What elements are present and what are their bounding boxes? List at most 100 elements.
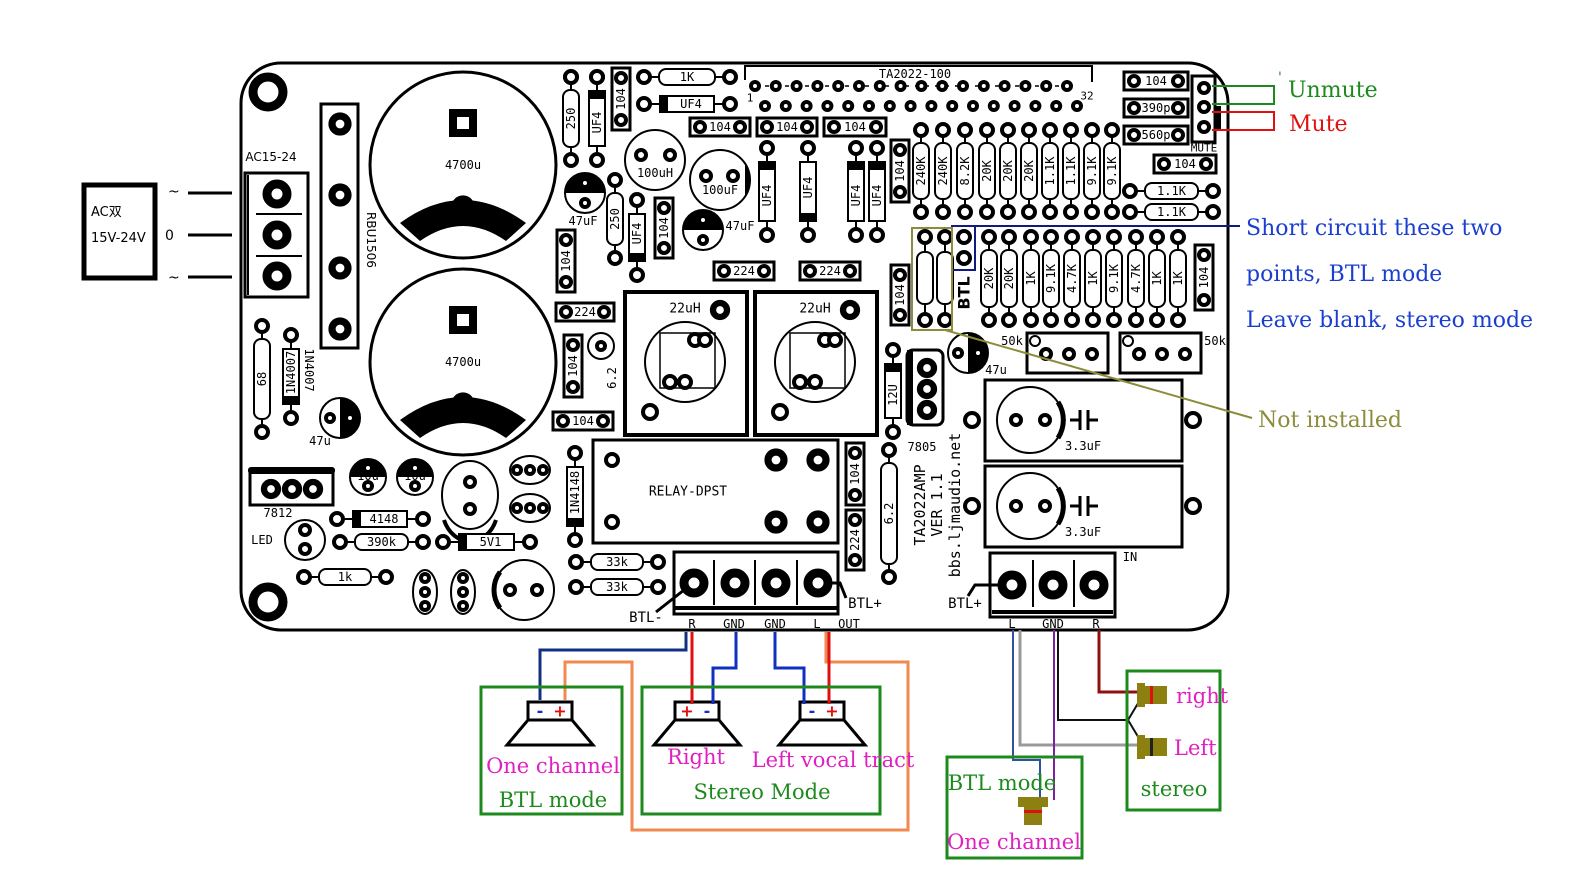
capacitor: 104 bbox=[844, 441, 866, 507]
component-label: 9.1K bbox=[1105, 156, 1119, 186]
solder-pad bbox=[1149, 312, 1165, 328]
component-label: 250 bbox=[608, 208, 622, 230]
solder-pad bbox=[925, 100, 938, 112]
wire-black bbox=[1057, 630, 1141, 721]
solder-pad bbox=[1149, 229, 1165, 245]
solder-pad bbox=[1205, 204, 1221, 220]
solder-pad bbox=[769, 80, 782, 92]
stereo-mode-box bbox=[640, 685, 882, 816]
solder-pad bbox=[559, 305, 573, 319]
solder-pad bbox=[893, 268, 907, 282]
terminal-label: GND bbox=[764, 617, 786, 631]
solder-pad bbox=[328, 183, 352, 207]
pin-label: ~ bbox=[168, 270, 180, 286]
solder-pad bbox=[869, 140, 885, 156]
solder-pad bbox=[537, 464, 549, 476]
solder-pad bbox=[378, 569, 394, 585]
component-label: 104 bbox=[566, 355, 580, 377]
solder-pad bbox=[936, 80, 949, 92]
solder-pad bbox=[764, 510, 788, 534]
solder-pad bbox=[1063, 204, 1079, 220]
solder-pad bbox=[1106, 312, 1122, 328]
solder-pad bbox=[524, 464, 536, 476]
speaker-label: Left vocal tract bbox=[752, 748, 915, 772]
solder-pad bbox=[604, 514, 620, 530]
component-label: 7805 bbox=[908, 440, 937, 454]
resistor: 9.1K bbox=[1105, 229, 1123, 328]
solder-pad bbox=[1009, 413, 1023, 427]
electrolytic-capacitor: 10u bbox=[349, 458, 387, 496]
solder-pad bbox=[853, 80, 865, 92]
solder-pad bbox=[997, 570, 1027, 600]
solder-pad bbox=[1023, 229, 1039, 245]
component-label: 104 bbox=[844, 120, 866, 134]
component-label: 1k bbox=[338, 570, 353, 584]
solder-pad bbox=[1155, 347, 1169, 361]
solder-pad bbox=[916, 378, 938, 400]
terminal-label: R bbox=[1092, 617, 1100, 631]
capacitor-symbol bbox=[1070, 496, 1098, 516]
solder-pad bbox=[977, 80, 990, 92]
solder-pad bbox=[607, 250, 623, 266]
solder-pad bbox=[726, 169, 740, 183]
wire-dark-red bbox=[1097, 630, 1140, 694]
solder-pad bbox=[556, 414, 570, 428]
solder-pad bbox=[262, 220, 292, 250]
component-label: 9.1K bbox=[1107, 263, 1121, 293]
component-label: 560p bbox=[1142, 128, 1171, 142]
solder-pad bbox=[881, 569, 897, 585]
component-label: 104 bbox=[1197, 267, 1211, 289]
resistor: 68 bbox=[253, 318, 271, 440]
resistor: 1K bbox=[1022, 229, 1040, 328]
solder-pad bbox=[328, 317, 352, 341]
solder-pad bbox=[463, 475, 477, 489]
solder-pad bbox=[800, 227, 816, 243]
solder-pad bbox=[1084, 122, 1100, 138]
solder-pad bbox=[1038, 413, 1052, 427]
component-label: 1.1K bbox=[1157, 184, 1187, 198]
solder-pad bbox=[759, 100, 771, 112]
solder-pad bbox=[530, 583, 544, 597]
solder-pad bbox=[848, 553, 862, 567]
solder-pad bbox=[566, 380, 580, 394]
solder-pad bbox=[604, 452, 620, 468]
solder-pad bbox=[699, 169, 713, 183]
solder-pad bbox=[324, 412, 336, 424]
electrolytic-capacitor: 47uF bbox=[682, 209, 754, 251]
solder-pad bbox=[722, 96, 738, 112]
component-label: 32 bbox=[1080, 90, 1093, 103]
component-label: UF4 bbox=[849, 185, 863, 207]
component-label: 47u bbox=[985, 363, 1007, 377]
component-label: 1.1K bbox=[1157, 205, 1187, 219]
solder-pad bbox=[937, 312, 953, 328]
component-label: 1 bbox=[747, 92, 754, 105]
solder-pad bbox=[1197, 81, 1211, 95]
component-label: 5V1 bbox=[480, 535, 502, 549]
solder-pad bbox=[963, 411, 981, 429]
component-label: 100uF bbox=[702, 183, 738, 197]
solder-pad bbox=[344, 412, 356, 424]
terminal-label: L bbox=[1008, 617, 1015, 631]
component-label: 4700u bbox=[445, 355, 481, 369]
wire-blue bbox=[711, 632, 738, 704]
solder-pad bbox=[913, 204, 929, 220]
solder-pad bbox=[869, 120, 883, 134]
terminal-label: L bbox=[813, 617, 820, 631]
solder-pad bbox=[842, 100, 855, 112]
component-label: 104 bbox=[776, 120, 798, 134]
board-version-text: TA2022AMP bbox=[911, 464, 929, 545]
solder-pad bbox=[733, 120, 747, 134]
solder-pad bbox=[524, 502, 536, 514]
solder-pad bbox=[298, 523, 312, 537]
diode: 1N4148 bbox=[566, 445, 584, 548]
solder-pad bbox=[567, 532, 583, 548]
resistor: 4.7K bbox=[1127, 229, 1145, 328]
solder-pad bbox=[1197, 120, 1211, 134]
capacitor-100uf: 100uF bbox=[689, 149, 751, 211]
solder-pad bbox=[362, 480, 374, 492]
solder-pad bbox=[1042, 122, 1058, 138]
component-label: 224 bbox=[574, 305, 596, 319]
solder-pad bbox=[614, 71, 628, 85]
speaker-icon: -+ bbox=[503, 700, 597, 747]
board-version-text: VER 1.1 bbox=[928, 473, 946, 536]
